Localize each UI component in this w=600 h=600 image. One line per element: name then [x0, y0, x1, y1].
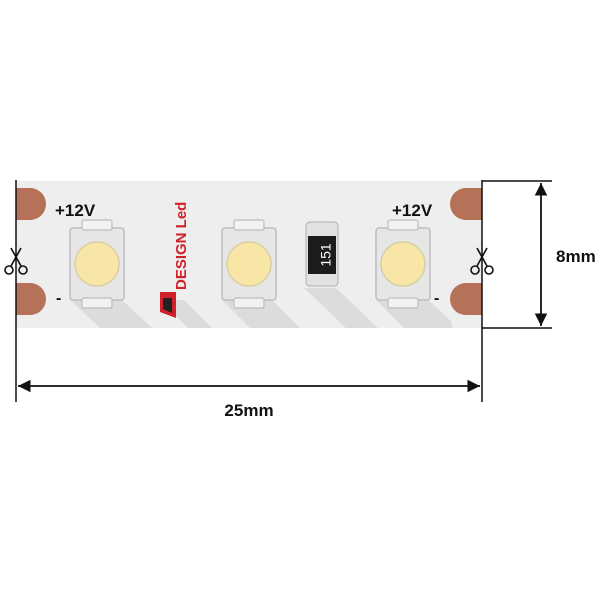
- led-chip-3: [375, 219, 431, 309]
- led-chip-1: [69, 219, 125, 309]
- pad-right-bottom: [450, 283, 482, 315]
- scissors-icon: [4, 247, 28, 275]
- led-chip-2: [221, 219, 277, 309]
- resistor: 151: [305, 221, 339, 287]
- positive-label-right: +12V: [392, 201, 433, 220]
- pad-right-top: [450, 188, 482, 220]
- negative-label-right: -: [434, 290, 439, 307]
- solder-pads: [16, 188, 482, 315]
- pad-left-bottom: [16, 283, 46, 315]
- positive-label-left: +12V: [55, 201, 96, 220]
- negative-label-left: -: [56, 290, 61, 307]
- design-led-logo: DESIGN Led: [160, 202, 190, 318]
- height-dimension-label: 8mm: [556, 247, 596, 266]
- width-dimension-label: 25mm: [224, 401, 273, 420]
- pad-left-top: [16, 188, 46, 220]
- scissors-icon: [470, 247, 494, 275]
- resistor-code: 151: [318, 243, 334, 267]
- logo-text: DESIGN Led: [173, 202, 190, 290]
